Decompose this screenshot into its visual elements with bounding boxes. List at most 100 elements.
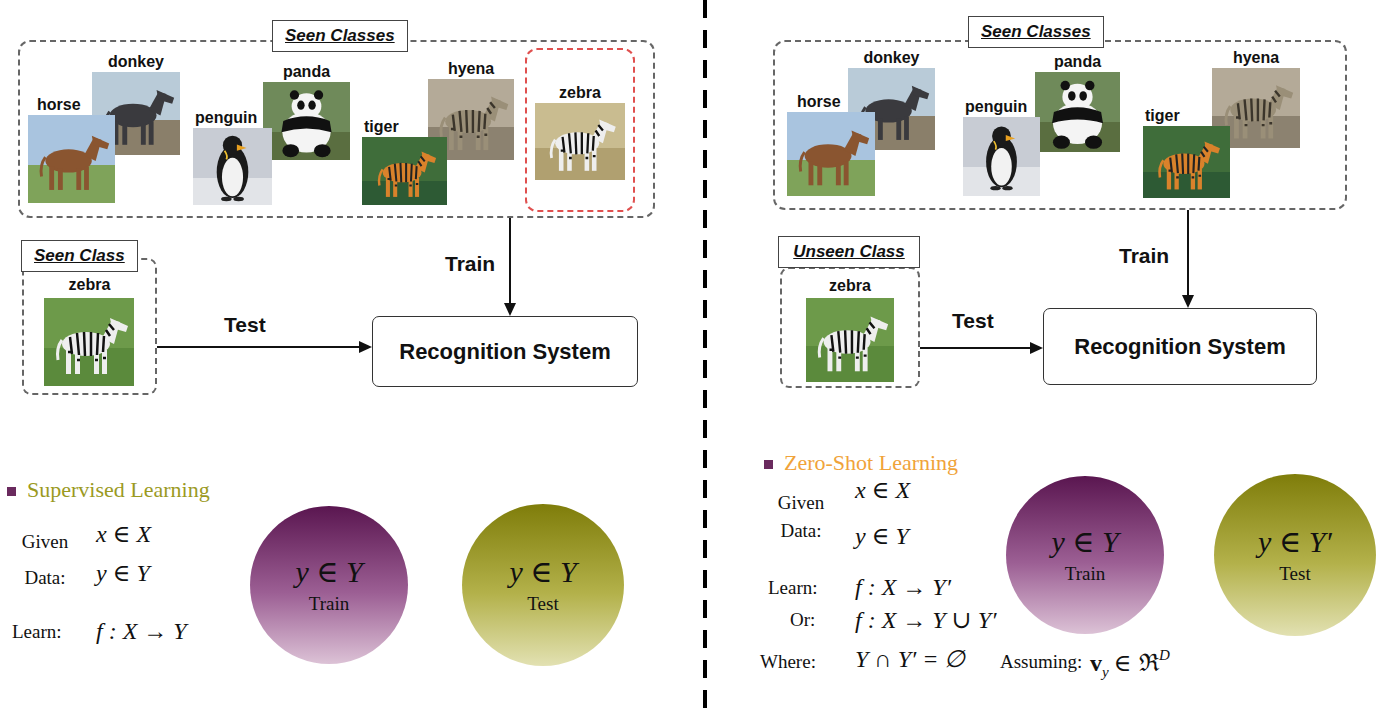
connector-line <box>157 346 361 348</box>
horse-photo <box>28 115 115 203</box>
edge-label: Test <box>222 313 268 337</box>
animal-card: tiger <box>362 118 447 205</box>
process-box: Recognition System <box>1043 308 1317 385</box>
photo-shape <box>44 298 134 386</box>
photo-shape <box>281 90 331 157</box>
row-label: Given Data: <box>12 524 78 596</box>
circle-fill <box>1006 476 1164 634</box>
animal-label: horse <box>28 96 115 114</box>
animal-label: horse <box>787 93 875 111</box>
formula: y ∈ Y <box>855 522 909 550</box>
photo-shape <box>1236 91 1280 125</box>
photo-shape <box>58 318 129 374</box>
formula: x ∈ X <box>855 476 910 504</box>
connector <box>157 341 372 353</box>
phase-label: Train <box>1065 563 1105 585</box>
class-group: Seen Classeshorsedonkeypenguinpandatiger… <box>18 40 655 218</box>
animal-label: panda <box>263 63 350 81</box>
animal-card: panda <box>1035 53 1120 152</box>
label-circle: y ∈ Y Train <box>249 505 409 665</box>
set-formula: y ∈ Y <box>1051 525 1118 559</box>
phase-label: Test <box>527 593 558 615</box>
arrow-head <box>1182 295 1194 308</box>
animal-card: donkey <box>92 53 180 155</box>
photo-shape <box>1169 147 1208 178</box>
formula-subscript: y <box>1102 664 1109 680</box>
photo-shape <box>829 322 874 357</box>
animal-label: zebra <box>782 277 918 295</box>
photo-shape <box>105 90 174 145</box>
label-circle: y ∈ Y Test <box>461 503 625 667</box>
animal-card: donkey <box>848 49 935 150</box>
tiger-photo <box>1143 126 1230 198</box>
bullet-square <box>7 487 16 496</box>
phase-label: Train <box>309 593 349 615</box>
animal-card: penguin <box>193 109 272 205</box>
formula: f : X → Y <box>96 617 187 645</box>
formula: f : X → Y ∪ Y′ <box>855 606 996 634</box>
photo-shape <box>535 103 625 180</box>
animal-label: donkey <box>92 53 180 71</box>
animal-label: tiger <box>362 118 447 136</box>
penguin-photo <box>963 117 1040 196</box>
animal-card: hyena <box>1212 49 1300 148</box>
group-heading: Unseen Class <box>778 236 920 268</box>
test-group: Seen Classzebra <box>22 258 157 395</box>
animal-label: panda <box>1035 53 1120 71</box>
photo-shape <box>986 127 1017 191</box>
bullet-square <box>764 460 773 469</box>
tiger-photo <box>362 137 447 205</box>
arrow-head <box>359 341 372 353</box>
label-circle: y ∈ Y′ Test <box>1213 473 1377 637</box>
circle-fill <box>1214 474 1376 636</box>
animal-card: hyena <box>428 60 514 160</box>
formula: Y ∩ Y′ = ∅ <box>855 645 965 673</box>
edge-label: Train <box>1117 244 1171 268</box>
zebra-photo <box>44 298 134 386</box>
set-formula: y ∈ Y <box>509 555 576 589</box>
zebra-photo <box>806 298 894 382</box>
horse-photo <box>787 112 875 196</box>
connector <box>1182 210 1194 308</box>
animal-label: zebra <box>24 276 155 294</box>
penguin-photo <box>193 128 272 205</box>
arrow-head <box>504 303 516 316</box>
photo-shape <box>963 117 1040 196</box>
formula-part: ∈ ℜ <box>1114 649 1159 677</box>
photo-shape <box>68 324 114 360</box>
row-label: Learn: <box>12 620 62 644</box>
row-label: Or: <box>790 608 815 632</box>
connector-line <box>509 218 511 305</box>
phase-label: Test <box>1279 563 1310 585</box>
connector <box>920 342 1043 354</box>
photo-shape <box>1143 172 1230 198</box>
photo-shape <box>451 102 495 136</box>
photo-shape <box>388 156 425 185</box>
animal-label: donkey <box>848 49 935 67</box>
animal-label: tiger <box>1143 107 1230 125</box>
panda-photo <box>1035 72 1120 152</box>
animal-label: penguin <box>193 109 272 127</box>
box-label: Recognition System <box>1074 334 1285 360</box>
label-circle: y ∈ Y Train <box>1005 475 1165 635</box>
connector <box>504 218 516 316</box>
photo-shape <box>800 131 869 186</box>
set-formula: y ∈ Y <box>295 555 362 589</box>
photo-shape <box>551 120 616 171</box>
highlight-card: zebra <box>525 48 635 212</box>
arrow-head <box>1030 342 1043 354</box>
circle-fill <box>462 504 624 666</box>
animal-label: hyena <box>1212 49 1300 67</box>
photo-shape <box>1035 72 1120 152</box>
box-label: Recognition System <box>399 339 610 365</box>
edge-label: Test <box>950 309 996 333</box>
photo-shape <box>362 137 447 205</box>
section-title: Supervised Learning <box>27 477 210 503</box>
photo-shape <box>441 97 508 151</box>
row-label: Learn: <box>768 576 818 600</box>
section-title: Zero-Shot Learning <box>784 450 958 476</box>
animal-card: horse <box>787 93 875 196</box>
photo-shape <box>217 136 249 201</box>
set-formula: y ∈ Y′ <box>1258 525 1332 559</box>
